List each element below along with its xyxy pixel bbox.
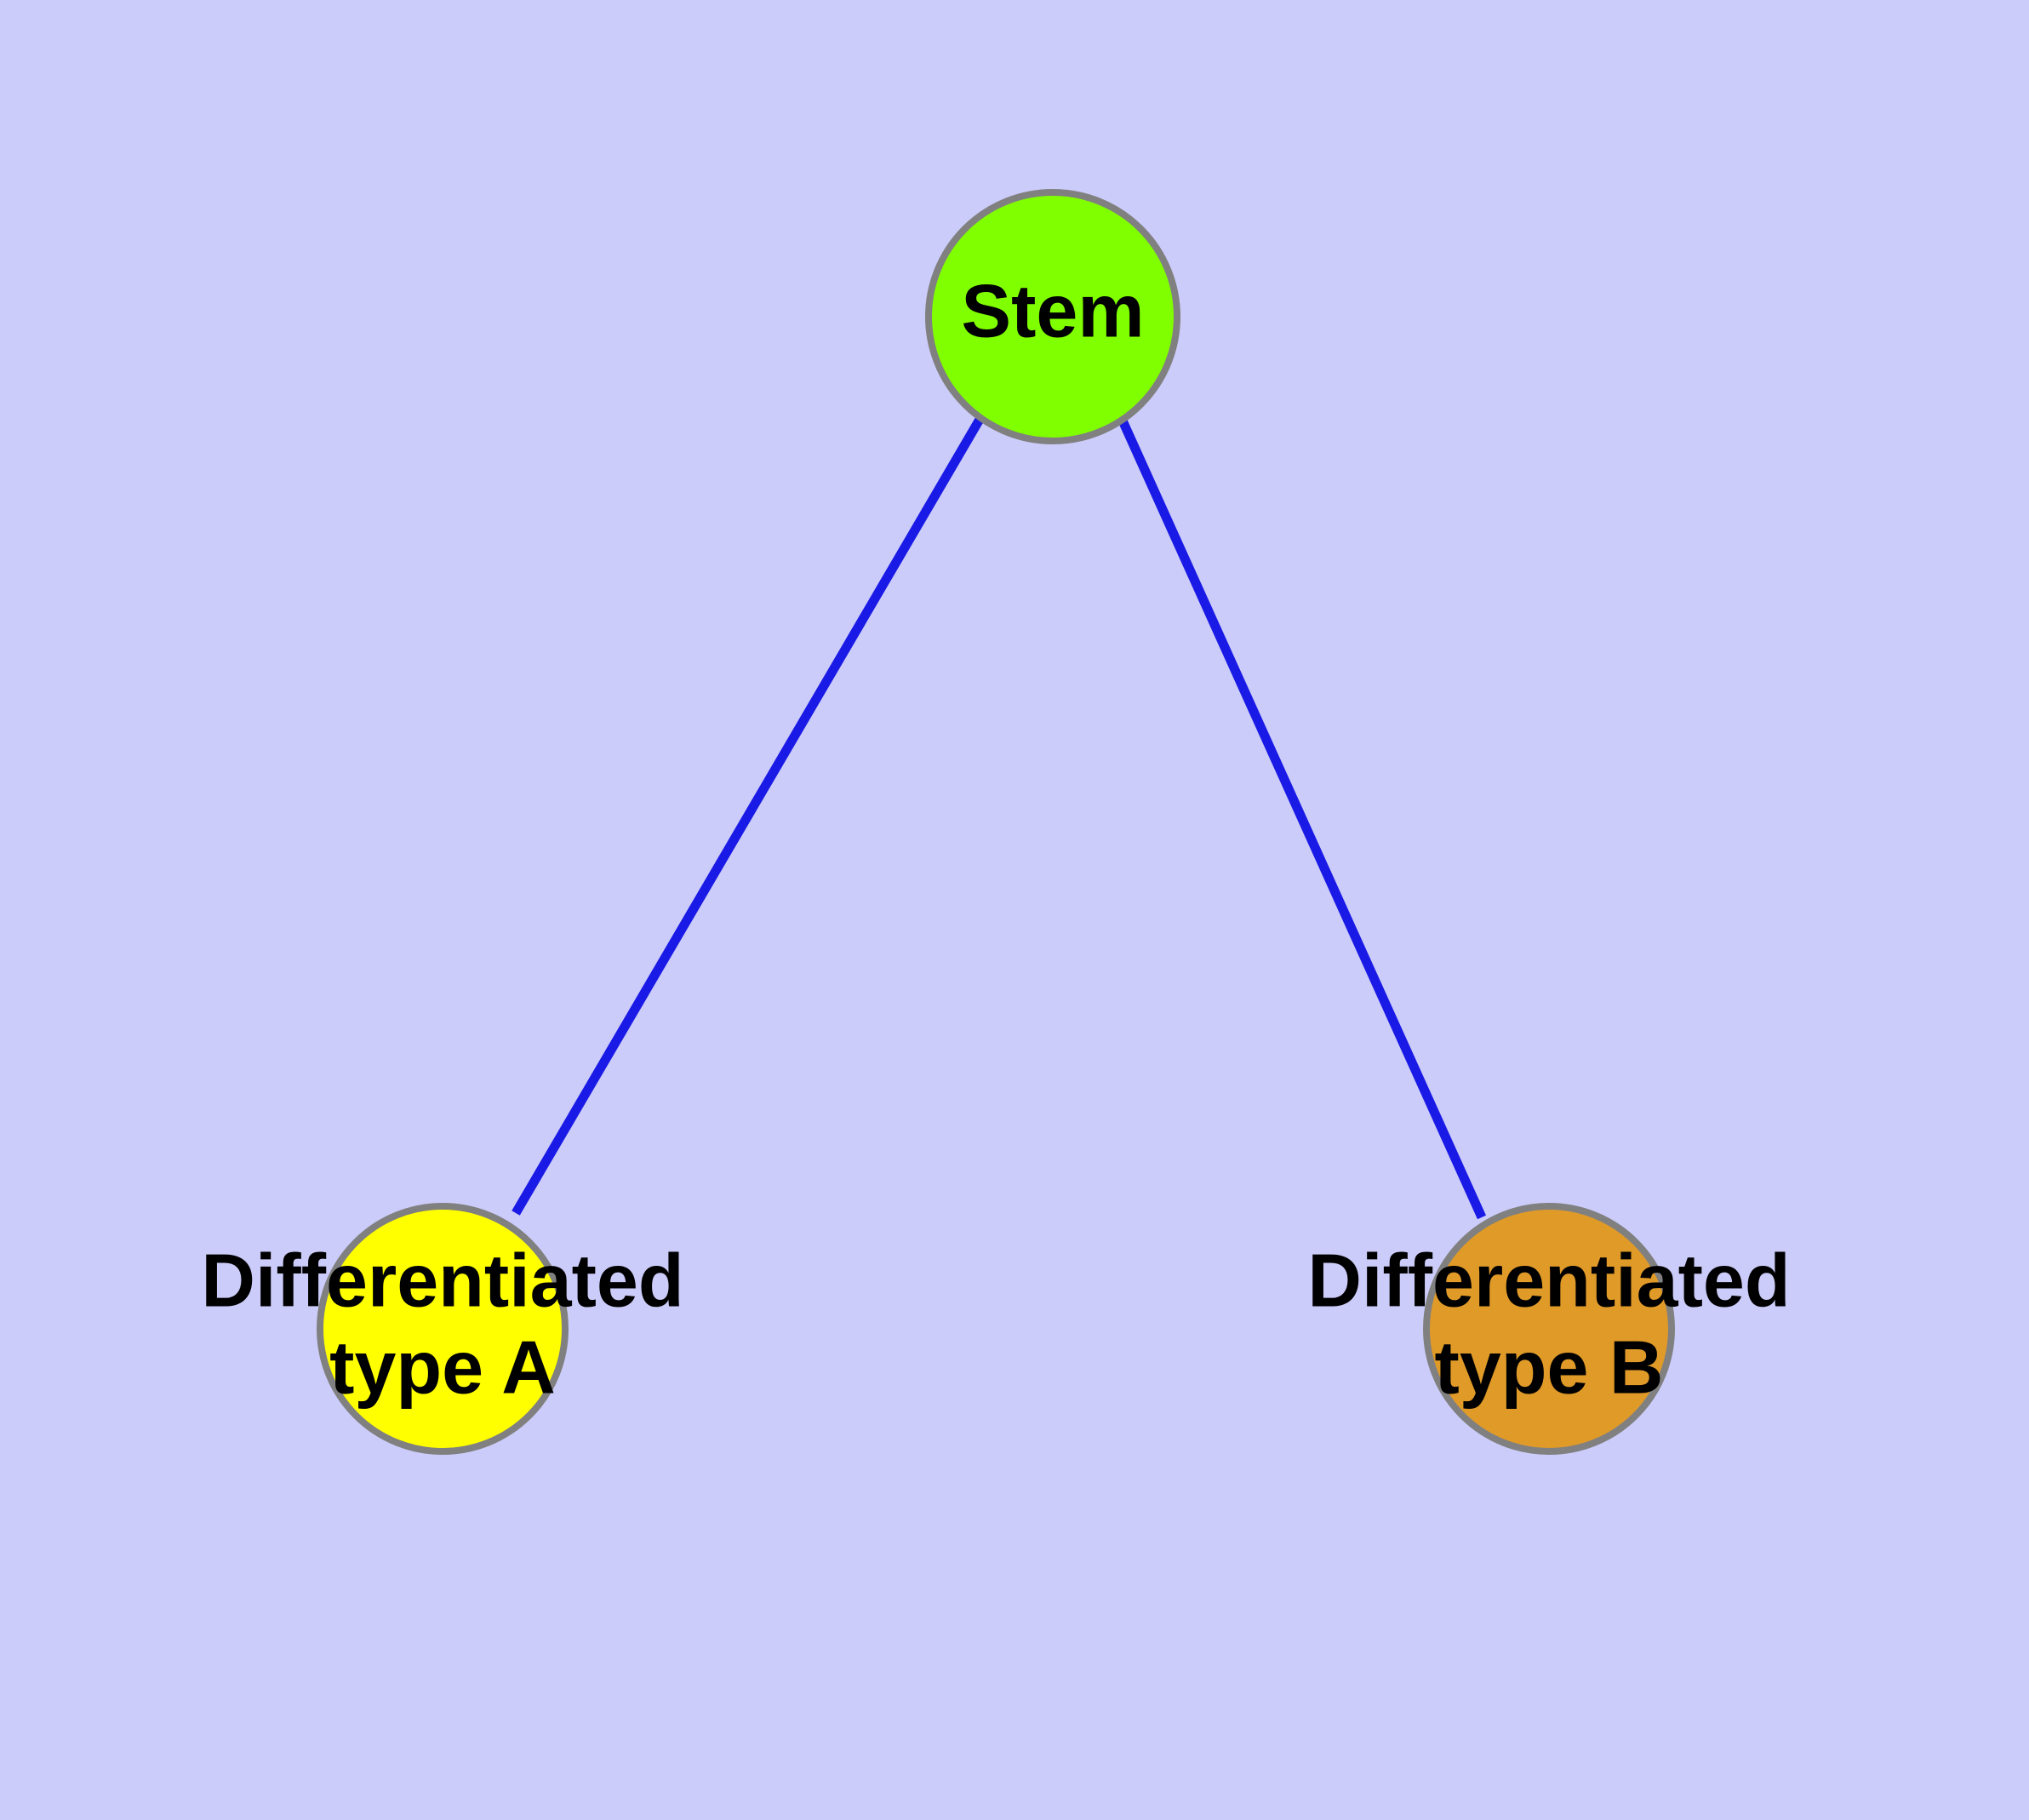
edge-stem-to-type-a[interactable]: [512, 415, 985, 1216]
node-stem-label: Stem: [961, 268, 1144, 352]
node-type-b-label-line2: type B: [1435, 1325, 1664, 1409]
node-layer: Stem Differentiated type A Differentiate…: [201, 189, 1791, 1455]
node-stem[interactable]: Stem: [925, 189, 1180, 444]
node-type-a-circle[interactable]: [317, 1203, 569, 1455]
node-type-b-circle[interactable]: [1423, 1203, 1675, 1455]
node-type-a-label-line1: Differentiated: [201, 1238, 683, 1322]
node-type-a[interactable]: Differentiated type A: [201, 1203, 684, 1455]
node-type-b[interactable]: Differentiated type B: [1307, 1203, 1791, 1455]
edge-stem-to-type-b[interactable]: [1117, 416, 1487, 1220]
node-stem-circle[interactable]: [925, 189, 1180, 444]
node-type-b-label-line1: Differentiated: [1307, 1238, 1790, 1322]
node-type-a-label-line2: type A: [329, 1325, 556, 1409]
edge-layer: [512, 415, 1487, 1220]
